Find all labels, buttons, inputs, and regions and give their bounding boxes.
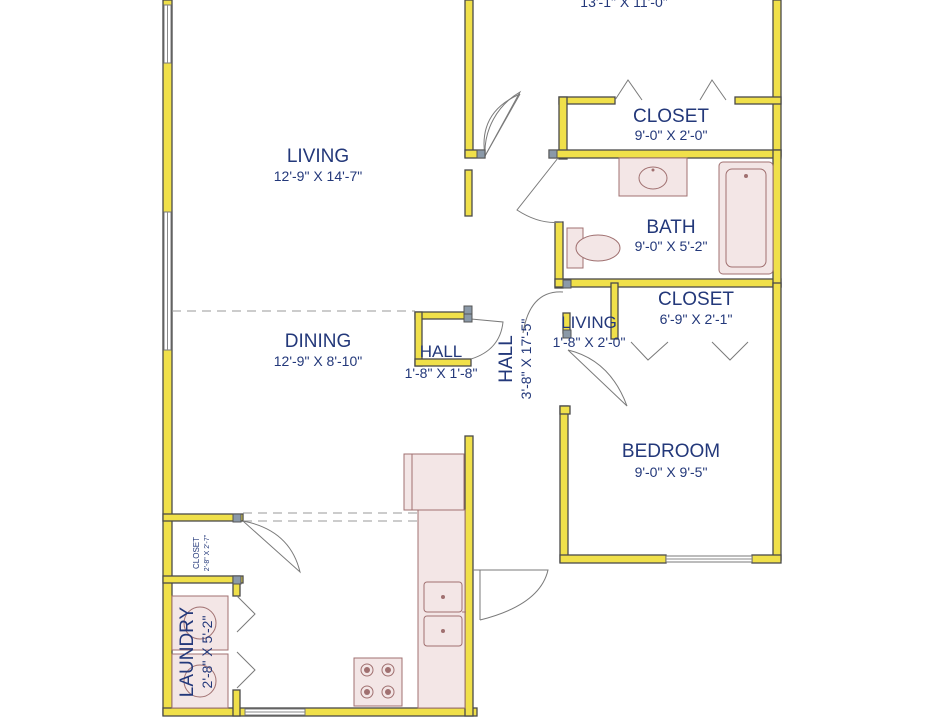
door-closet-mid-bifold: [630, 341, 749, 361]
door-laundry-bifold: [236, 595, 256, 689]
room-bedroom-dims: 9'-0" X 9'-5": [635, 464, 708, 480]
wall-bedroom-top-stub: [559, 405, 571, 415]
wall-bottom-exterior: [162, 707, 478, 717]
wall-bedroom-bottom-right: [751, 554, 782, 564]
room-dining-name: DINING: [285, 331, 352, 352]
room-bedroom-name: BEDROOM: [622, 441, 720, 462]
wall-living-right-upper: [464, 0, 474, 158]
walls: [162, 0, 782, 717]
room-living-name: LIVING: [287, 146, 349, 167]
wall-hall-box-top: [414, 311, 472, 320]
wall-bath-right: [772, 149, 782, 288]
room-living-small-name: LIVING: [561, 313, 617, 332]
door-bath-swing: [516, 157, 563, 223]
room-closet-left-dims: 2'-8" X 2'-7": [204, 534, 211, 571]
wall-bath-left: [554, 221, 564, 289]
wall-kitchen-right: [464, 435, 474, 717]
wall-closet-top-left: [558, 96, 568, 160]
windows: [163, 4, 753, 716]
wall-closet-left-bottom: [162, 575, 244, 584]
room-dining-dims: 12'-9" X 8'-10": [274, 353, 362, 369]
bathtub-icon: [718, 161, 774, 275]
wall-closet-mid-right: [772, 282, 782, 561]
wall-bedroom-left: [559, 405, 569, 563]
fixtures: [171, 157, 774, 709]
wall-closet-left-top: [162, 513, 244, 522]
door-small-living-swing: [522, 291, 564, 334]
wall-right-exterior-top: [772, 0, 782, 157]
wall-bath-bottom: [554, 278, 782, 288]
door-living-swing: [484, 90, 522, 157]
bath-sink-icon: [638, 166, 668, 190]
wall-left-exterior: [162, 0, 173, 716]
room-laundry-name: LAUNDRY: [177, 606, 198, 697]
toilet-icon: [566, 227, 621, 269]
room-bath-dims: 9'-0" X 5'-2": [635, 238, 708, 254]
bath-vanity: [618, 157, 688, 197]
door-closet-top-bifold: [614, 79, 727, 101]
door-entry-swing: [473, 569, 549, 621]
room-closet-top-dims: 9'-0" X 2'-0": [635, 127, 708, 143]
room-hall-main-dims: 3'-8" X 17'-5": [518, 319, 534, 400]
kitchen-sink-icon: [423, 581, 466, 647]
room-closet-mid-name: CLOSET: [658, 289, 734, 310]
door-hall-box-swing: [470, 318, 504, 360]
room-labels: 13'-1" X 11'-0" LIVING 12'-9" X 14'-7" C…: [177, 0, 734, 697]
door-closet-left-swing: [242, 520, 301, 574]
wall-closet-mid-left: [610, 282, 619, 340]
room-hall-main-name: HALL: [496, 335, 517, 383]
room-living-dims: 12'-9" X 14'-7": [274, 168, 362, 184]
wall-bath-top: [548, 149, 782, 159]
wall-closet-top-upper-right: [734, 96, 782, 105]
room-laundry-dims: 2'-8" X 5'-2": [199, 616, 215, 689]
room-bedroom-top-dims: 13'-1" X 11'-0": [580, 0, 667, 10]
room-closet-left-name: CLOSET: [192, 537, 201, 569]
wall-living-right-lower: [464, 169, 473, 217]
wall-hall-box-bottom: [414, 358, 472, 367]
wall-laundry-right-lower: [232, 689, 241, 717]
stove-icon: [353, 657, 403, 707]
room-living-small-dims: 1'-8" X 2'-0": [553, 334, 626, 350]
kitchen-counter: [417, 509, 466, 709]
room-bath-name: BATH: [646, 217, 695, 238]
room-closet-mid-dims: 6'-9" X 2'-1": [660, 311, 733, 327]
refrigerator-icon: [403, 453, 465, 511]
door-bedroom-swing: [567, 349, 628, 407]
room-closet-top-name: CLOSET: [633, 106, 709, 127]
washer-dryer-icon: [171, 595, 229, 709]
doors: [232, 79, 749, 689]
wall-bedroom-bottom-left: [559, 554, 667, 564]
room-hall-small-dims: 1'-8" X 1'-8": [405, 365, 478, 381]
room-hall-small-name: HALL: [420, 342, 463, 361]
